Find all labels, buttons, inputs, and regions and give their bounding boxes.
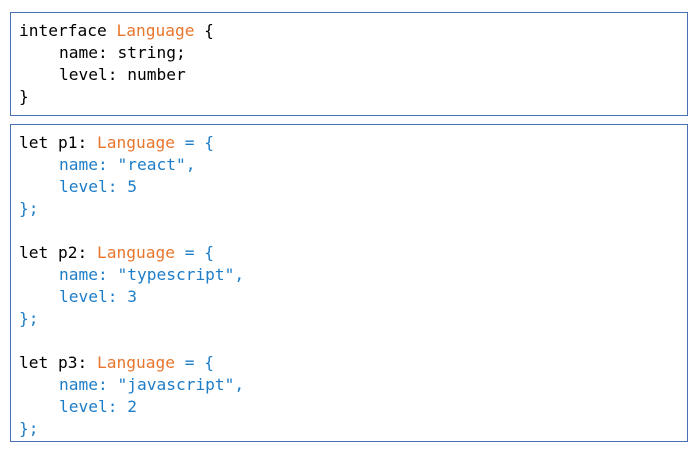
blank-line	[19, 330, 687, 352]
p2-assign-open: = {	[174, 243, 214, 262]
p1-level-property: level: 5	[59, 177, 137, 196]
p1-let-keyword: let	[19, 133, 49, 152]
p2-variable: p2	[58, 243, 78, 262]
interface-keyword: interface	[19, 21, 107, 40]
p3-assign-open: = {	[174, 353, 214, 372]
p3-close-brace: };	[19, 419, 39, 438]
interface-field-level-text: level: number	[59, 65, 186, 84]
p1-type-name: Language	[97, 133, 175, 152]
p2-let-keyword: let	[19, 243, 49, 262]
p3-name-line: name: "javascript",	[19, 374, 687, 396]
p3-let-keyword: let	[19, 353, 49, 372]
interface-declaration-line: interface Language {	[19, 20, 687, 42]
p1-declaration-line: let p1: Language = {	[19, 133, 214, 152]
p1-level-line: level: 5	[19, 176, 687, 198]
p3-level-property: level: 2	[59, 397, 137, 416]
interface-field-level: level: number	[19, 64, 687, 86]
p3-variable: p3	[58, 353, 78, 372]
p1-close-line: };	[19, 198, 687, 220]
p3-close-line: };	[19, 418, 687, 440]
p2-close-brace: };	[19, 309, 39, 328]
interface-open-brace: {	[194, 21, 214, 40]
p2-declaration-line: let p2: Language = {	[19, 243, 214, 262]
p2-name-property: name: "typescript",	[59, 265, 245, 284]
interface-close-brace: }	[19, 87, 29, 106]
blank-line	[19, 220, 687, 242]
interface-type-name: Language	[116, 21, 195, 40]
p3-name-property: name: "javascript",	[59, 375, 245, 394]
interface-field-name-text: name: string;	[59, 43, 186, 62]
p1-variable: p1	[58, 133, 78, 152]
p1-name-property: name: "react",	[59, 155, 196, 174]
p2-level-line: level: 3	[19, 286, 687, 308]
p1-name-line: name: "react",	[19, 154, 687, 176]
p1-close-brace: };	[19, 199, 39, 218]
p1-assign-open: = {	[174, 133, 214, 152]
p2-type-name: Language	[97, 243, 175, 262]
interface-close-line: }	[19, 86, 687, 108]
p2-name-line: name: "typescript",	[19, 264, 687, 286]
p3-type-name: Language	[97, 353, 175, 372]
p3-declaration-line: let p3: Language = {	[19, 353, 214, 372]
objects-code-block: let p1: Language = { name: "react", leve…	[10, 124, 688, 442]
p3-level-line: level: 2	[19, 396, 687, 418]
interface-field-name: name: string;	[19, 42, 687, 64]
p2-level-property: level: 3	[59, 287, 137, 306]
p2-close-line: };	[19, 308, 687, 330]
interface-code-block: interface Language { name: string; level…	[10, 12, 688, 116]
